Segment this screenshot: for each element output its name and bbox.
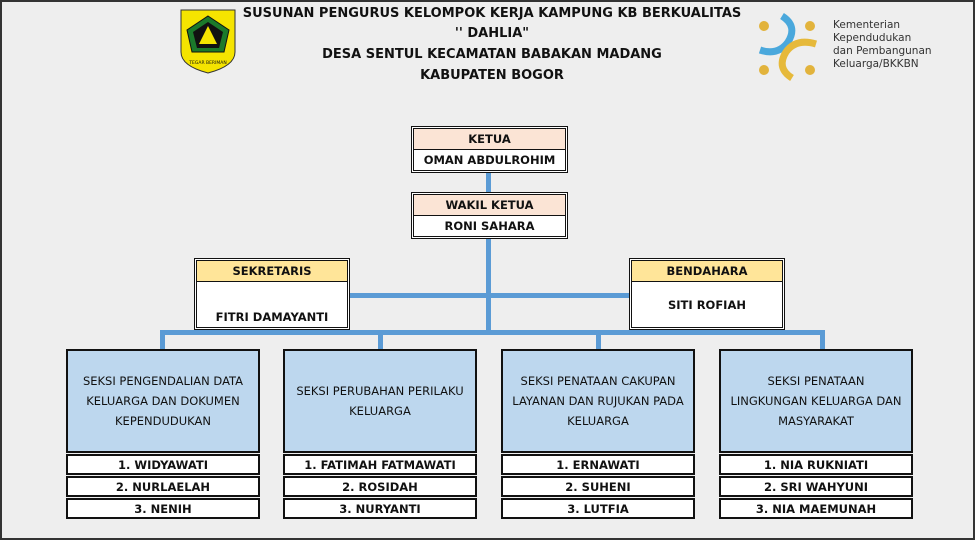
connector-line — [347, 293, 632, 298]
section-member: 1. WIDYAWATI — [66, 454, 260, 475]
section-title: SEKSI PENATAAN CAKUPAN LAYANAN DAN RUJUK… — [501, 349, 695, 453]
sekretaris-name: FITRI DAMAYANTI — [215, 310, 329, 324]
connector-line — [596, 330, 601, 350]
section-title: SEKSI PENATAAN LINGKUNGAN KELUARGA DAN M… — [719, 349, 913, 453]
section-member: 1. ERNAWATI — [501, 454, 695, 475]
section-member: 2. ROSIDAH — [283, 476, 477, 497]
section-title: SEKSI PENGENDALIAN DATA KELUARGA DAN DOK… — [66, 349, 260, 453]
bogor-regency-logo: TEGAR BERIMAN — [179, 8, 237, 74]
connector-line — [486, 170, 491, 334]
bendahara-name: SITI ROFIAH — [668, 297, 746, 312]
wakil-ketua-box: WAKIL KETUA RONI SAHARA — [411, 192, 568, 239]
section-member: 1. NIA RUKNIATI — [719, 454, 913, 475]
title-line-3: DESA SENTUL KECAMATAN BABAKAN MADANG — [322, 47, 662, 62]
ketua-name: OMAN ABDULROHIM — [423, 153, 556, 167]
bkkbn-logo-text: Kementerian Kependudukan dan Pembangunan… — [833, 19, 932, 71]
ketua-role: KETUA — [414, 129, 565, 150]
section-member: 1. FATIMAH FATMAWATI — [283, 454, 477, 475]
bkkbn-logo-icon — [752, 12, 824, 82]
connector-line — [820, 330, 825, 350]
section-member: 2. SRI WAHYUNI — [719, 476, 913, 497]
logo-text-line: dan Pembangunan — [833, 45, 932, 57]
wakil-ketua-role: WAKIL KETUA — [414, 195, 565, 216]
bendahara-role: BENDAHARA — [632, 261, 782, 282]
logo-text-line: Kementerian — [833, 19, 901, 31]
connector-line — [160, 330, 825, 335]
title-line-2: '' DAHLIA" — [454, 26, 530, 41]
ketua-box: KETUA OMAN ABDULROHIM — [411, 126, 568, 173]
section-member: 2. SUHENI — [501, 476, 695, 497]
section-member: 3. LUTFIA — [501, 498, 695, 519]
section-member: 2. NURLAELAH — [66, 476, 260, 497]
logo-motto: TEGAR BERIMAN — [188, 60, 226, 66]
title-line-1: SUSUNAN PENGURUS KELOMPOK KERJA KAMPUNG … — [242, 6, 742, 21]
section-member: 3. NURYANTI — [283, 498, 477, 519]
section-member: 3. NENIH — [66, 498, 260, 519]
sekretaris-box: SEKRETARIS FITRI DAMAYANTI — [194, 258, 350, 330]
section-member: 3. NIA MAEMUNAH — [719, 498, 913, 519]
wakil-ketua-name: RONI SAHARA — [444, 219, 535, 233]
connector-line — [378, 330, 383, 350]
title-line-4: KABUPATEN BOGOR — [420, 68, 564, 83]
logo-text-line: Kependudukan — [833, 32, 912, 44]
sekretaris-role: SEKRETARIS — [197, 261, 347, 282]
logo-text-line: Keluarga/BKKBN — [833, 58, 919, 70]
bendahara-box: BENDAHARA SITI ROFIAH — [629, 258, 785, 330]
section-title: SEKSI PERUBAHAN PERILAKU KELUARGA — [283, 349, 477, 453]
connector-line — [160, 330, 165, 350]
